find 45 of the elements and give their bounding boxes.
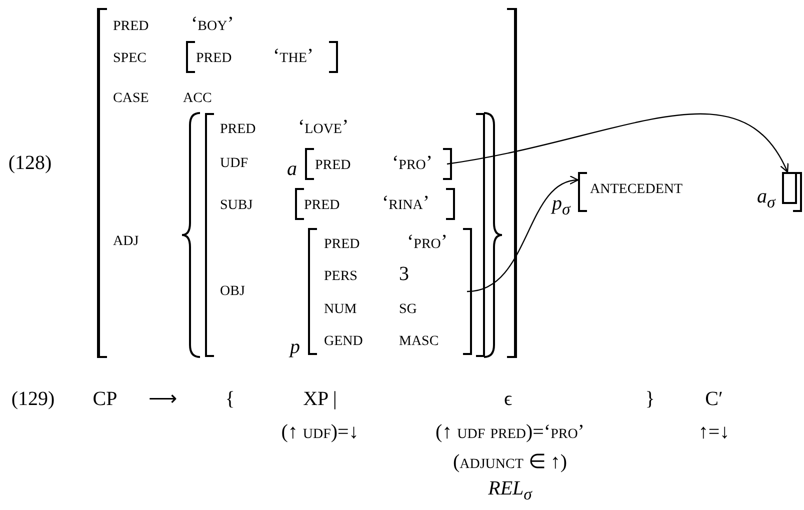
category-symbol: C′	[705, 389, 723, 409]
category-symbol: CP	[92, 389, 118, 409]
attribute-name: pred	[220, 117, 256, 137]
attribute-value: 3	[399, 264, 409, 284]
attribute-value: ‘boy’	[191, 14, 234, 34]
functional-annotation: (↑ udf pred)=‘pro’	[436, 422, 584, 442]
attribute-value: ‘the’	[273, 46, 314, 66]
rewrite-arrow: ⟶	[148, 389, 178, 409]
index-label: a$_{σ}$	[757, 186, 776, 212]
disjunction-brace: }	[645, 389, 655, 409]
attribute-value: ‘pro’	[407, 232, 448, 252]
empty-string-symbol: ϵ	[504, 389, 512, 409]
attribute-name: pred	[324, 232, 360, 252]
attribute-name: num	[324, 297, 357, 317]
functional-annotation: ↑=↓	[698, 422, 730, 442]
attribute-value: ‘rina’	[382, 193, 430, 213]
attribute-name: acc	[183, 86, 212, 106]
attribute-name: pred	[196, 46, 232, 66]
attribute-value: masc	[399, 329, 439, 349]
attribute-name: udf	[220, 151, 248, 171]
index-label: p$_{σ}$	[552, 193, 570, 218]
attribute-name: gend	[324, 329, 363, 349]
attribute-name: pred	[304, 193, 340, 213]
attribute-name: pers	[324, 264, 358, 284]
attribute-name: pred	[315, 153, 351, 173]
index-label: p	[290, 337, 300, 357]
attribute-name: obj	[220, 279, 245, 299]
attribute-value: sg	[399, 297, 417, 317]
empty-matrix	[782, 172, 797, 204]
attribute-value: adj	[113, 229, 139, 249]
index-label: a	[287, 159, 297, 179]
template-call: REL$_{σ}$	[488, 478, 532, 504]
attribute-name: spec	[113, 46, 146, 66]
attribute-value: subj	[220, 193, 253, 213]
functional-annotation: (↑ udf)=↓	[281, 422, 359, 442]
disjunction-brace: {	[225, 389, 235, 409]
category-symbol: XP |	[303, 389, 337, 409]
attribute-name: pred	[113, 14, 149, 34]
example-number: (129)	[11, 389, 55, 409]
attribute-value: ‘pro’	[392, 153, 433, 173]
attribute-value: case	[113, 86, 149, 106]
attribute-name: antecedent	[590, 177, 683, 197]
functional-annotation: (adjunct ∈ ↑)	[452, 452, 568, 472]
attribute-value: ‘love’	[298, 117, 349, 137]
example-number: (128)	[8, 153, 52, 173]
